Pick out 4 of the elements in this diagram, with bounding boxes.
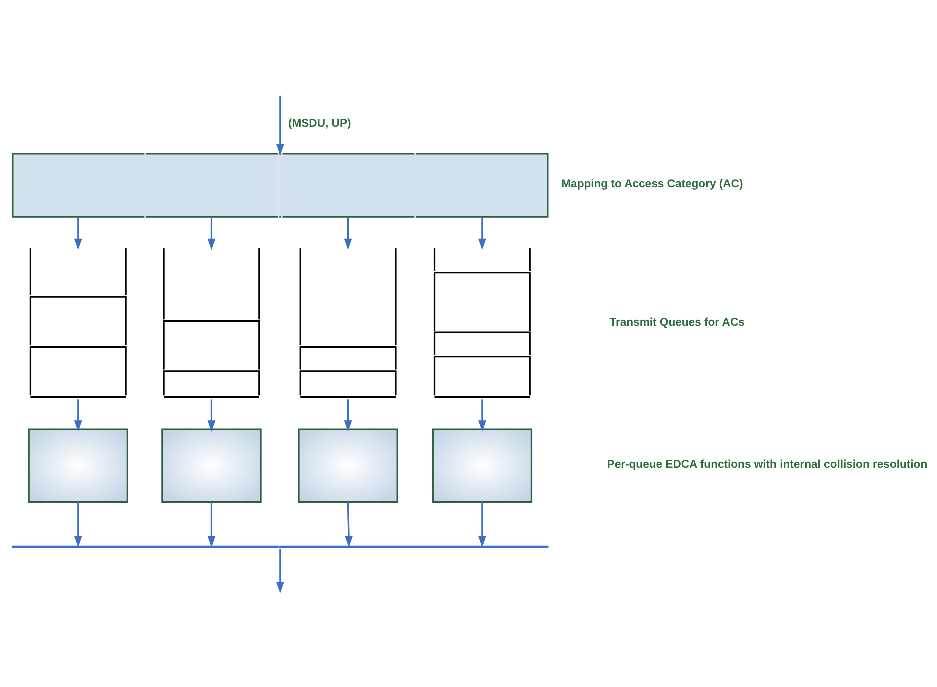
edge-label: (MSDU, UP) [288, 118, 352, 130]
node-label: Mapping to Access Category (AC) [562, 178, 744, 191]
label: Transmit Queues for ACs [610, 316, 745, 329]
label: Per-queue EDCA functions with internal collision resolution [607, 459, 928, 472]
